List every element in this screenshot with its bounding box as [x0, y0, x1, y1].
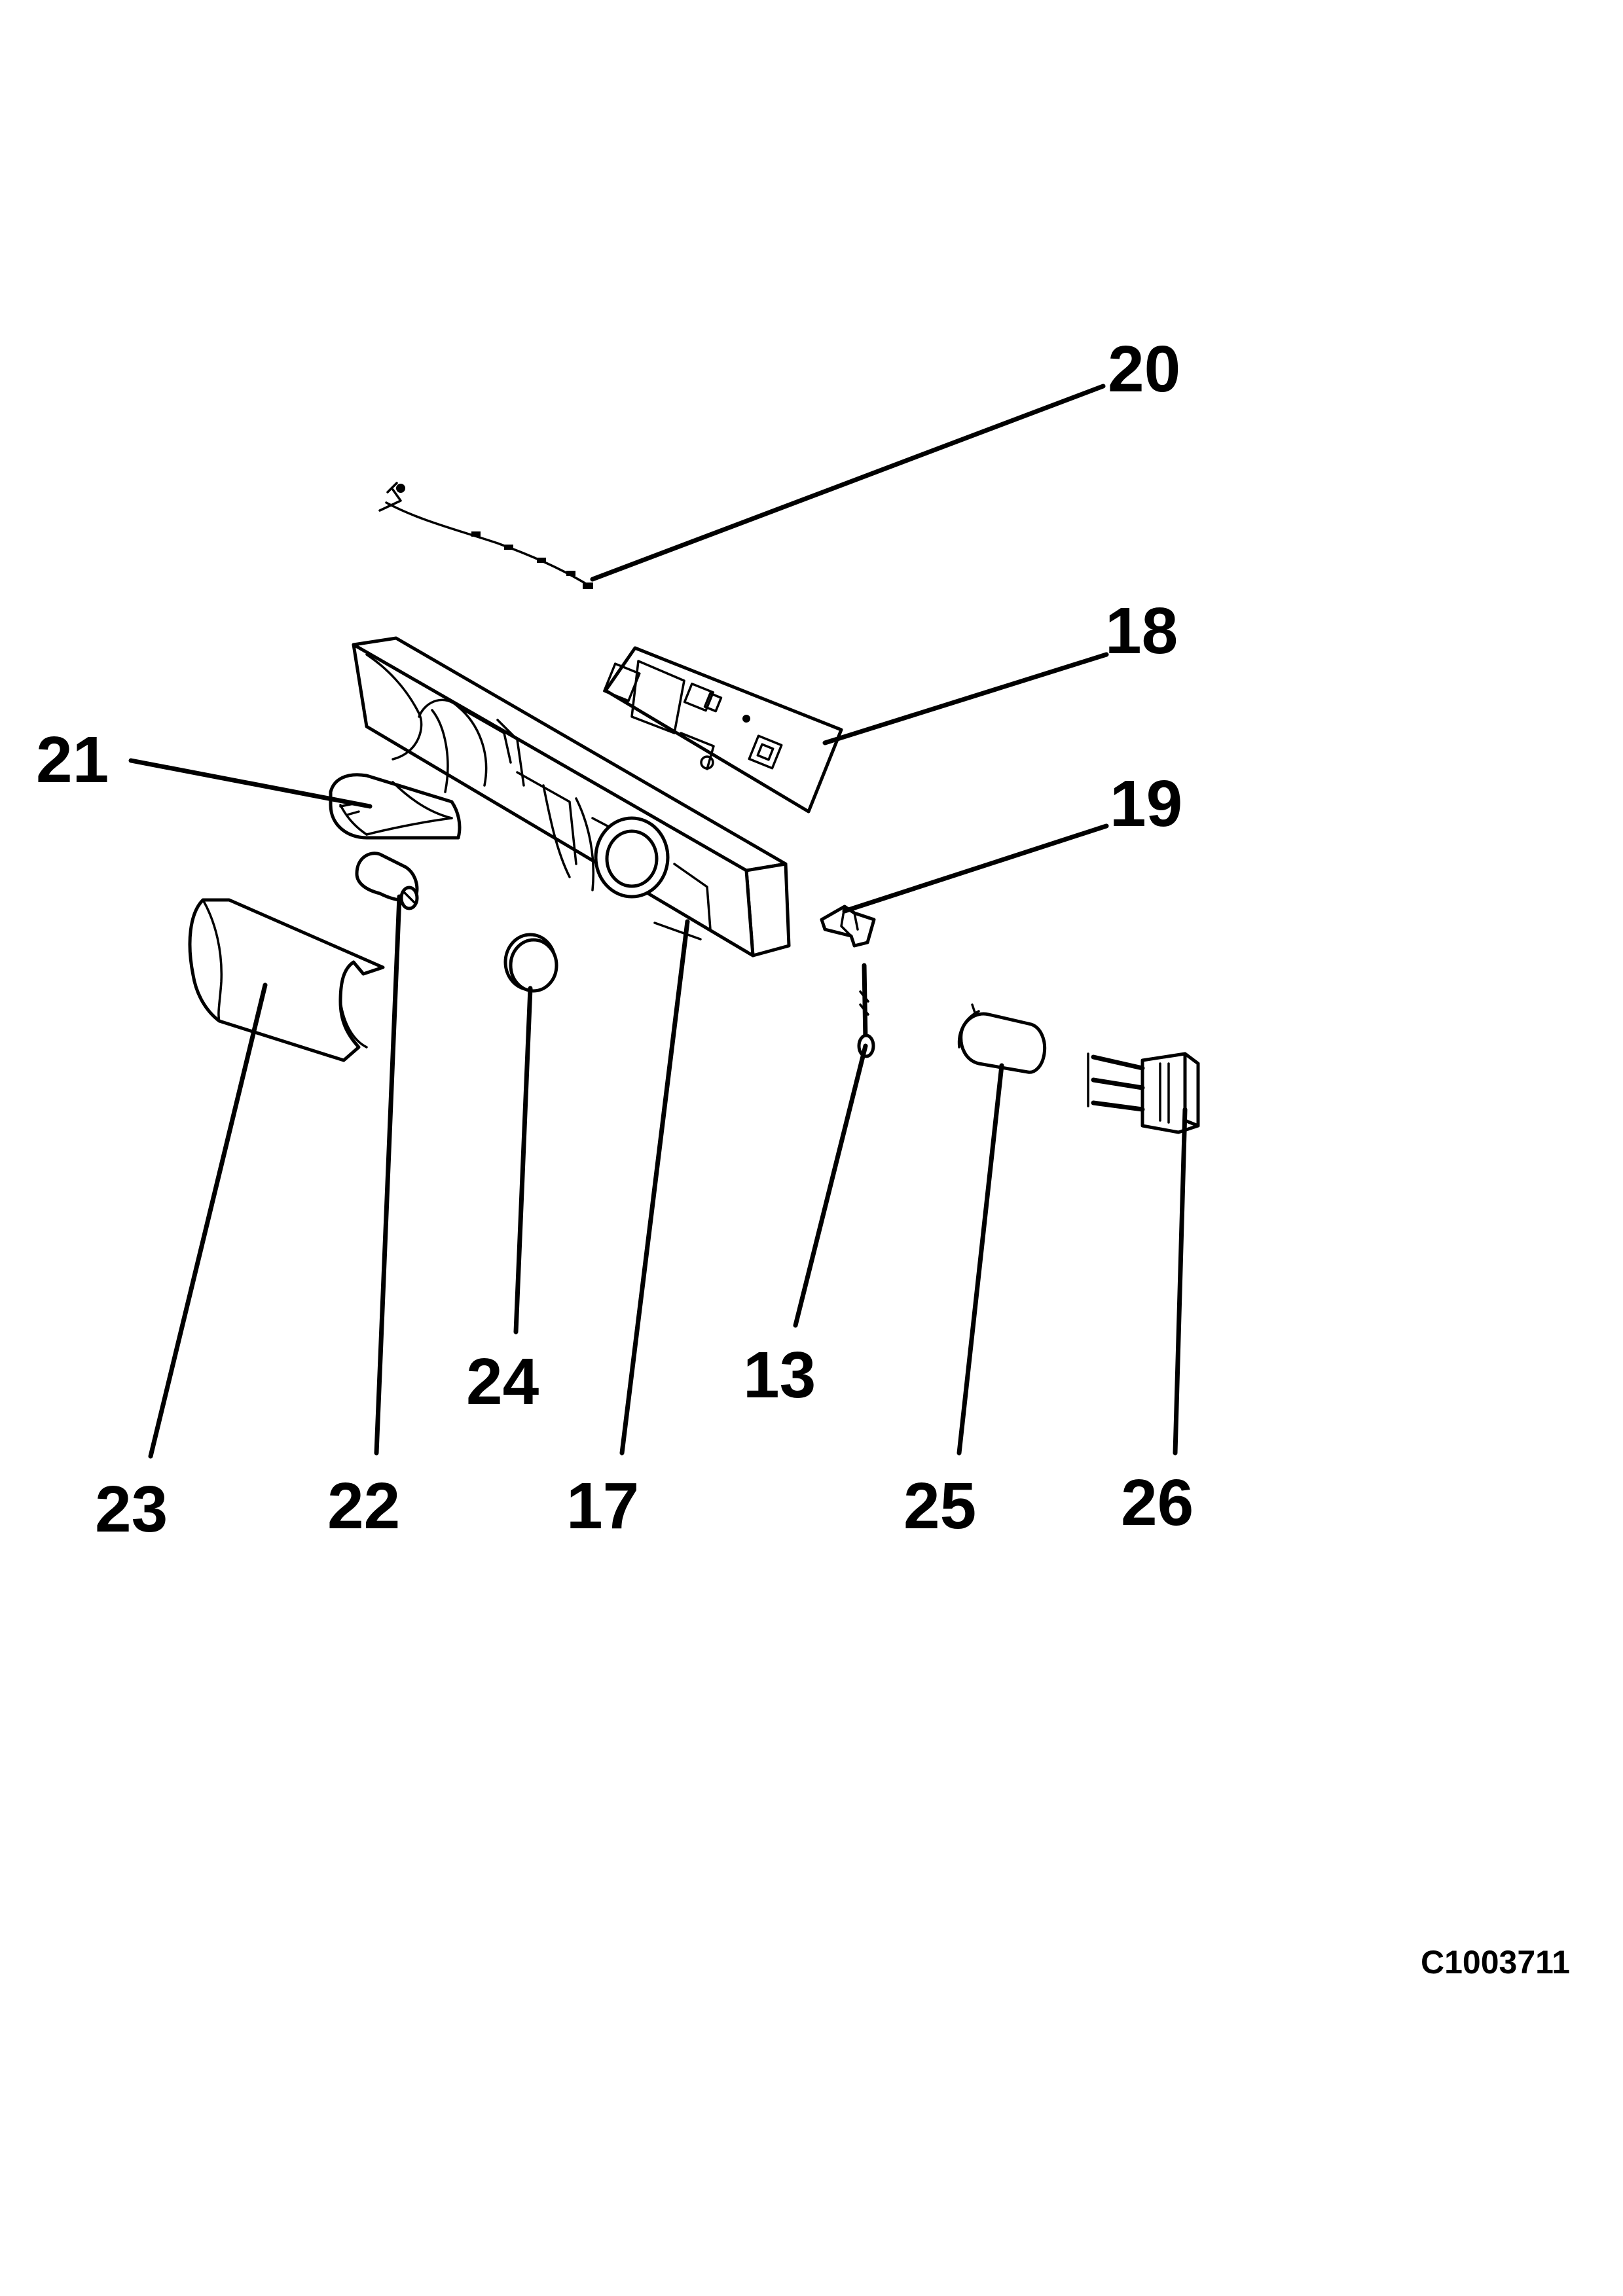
leader-26: [1173, 1107, 1188, 1456]
part-26-switch: [1087, 1052, 1200, 1134]
leader-lines: [128, 384, 1188, 1459]
part-24-knob: [503, 933, 558, 993]
label-19: 19: [1110, 767, 1182, 840]
label-18: 18: [1105, 594, 1178, 668]
part-22-lamp-bulb: [355, 852, 419, 910]
part-21-lamp-cover: [329, 773, 462, 840]
label-21: 21: [36, 723, 109, 797]
label-22: 22: [327, 1469, 400, 1543]
leader-22: [374, 894, 402, 1456]
leader-19: [842, 823, 1109, 914]
part-25-indicator: [957, 1003, 1047, 1074]
part-17-control-panel: [352, 636, 791, 958]
part-18-circuit-board: [603, 646, 843, 814]
label-17: 17: [566, 1469, 639, 1543]
part-labels: 20 18 21 19 23 22 24 17 13 25 26: [36, 332, 1194, 1546]
label-20: 20: [1108, 332, 1180, 406]
label-24: 24: [466, 1345, 539, 1418]
part-20-wire-harness: [378, 482, 593, 589]
leader-25: [957, 1063, 1004, 1456]
label-25: 25: [903, 1469, 976, 1543]
label-13: 13: [743, 1338, 816, 1412]
leader-24: [513, 986, 533, 1335]
leader-17: [619, 919, 690, 1456]
leader-20: [590, 384, 1106, 582]
label-26: 26: [1121, 1466, 1194, 1539]
leader-21: [128, 758, 373, 809]
leader-13: [793, 1043, 868, 1328]
part-13-pin: [857, 963, 875, 1058]
part-23-diffuser: [188, 898, 385, 1062]
leader-23: [148, 982, 268, 1459]
label-23: 23: [95, 1473, 168, 1546]
drawing-code: C1003711: [1421, 1944, 1570, 1981]
leader-18: [822, 652, 1109, 745]
